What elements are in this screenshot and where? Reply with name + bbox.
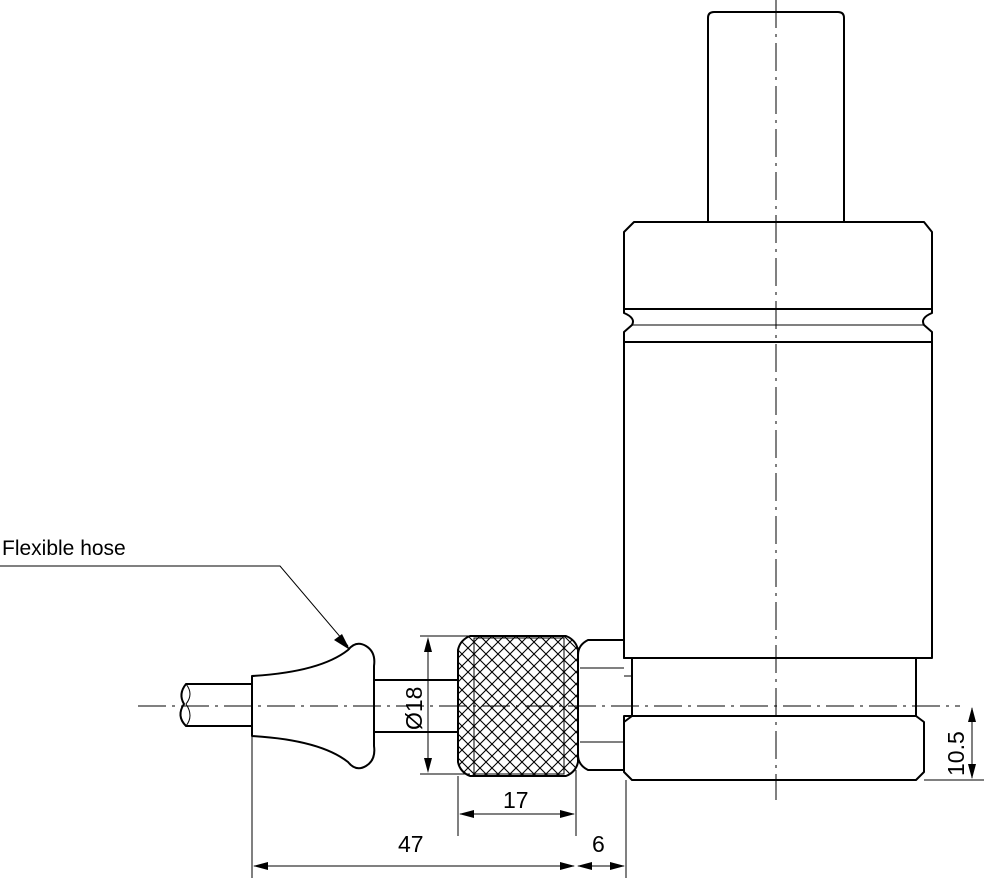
dim-47-label: 47 [398, 831, 424, 857]
main-cylinder [623, 341, 933, 659]
dim-47-arrow-right [560, 862, 575, 870]
dim-17-arrow-right [560, 810, 575, 818]
callout-arrow [334, 634, 350, 650]
dim-105-arrow-top [968, 707, 976, 722]
dim-105-label: 10.5 [943, 731, 969, 776]
top-cap [623, 221, 933, 310]
hex-nut [577, 639, 633, 771]
callout-leader [0, 565, 349, 647]
dim-6-label: 6 [592, 831, 605, 857]
flexible-hose [179, 683, 253, 727]
top-stem [707, 11, 845, 223]
hose-callout-label: Flexible hose [2, 537, 126, 560]
dim-6-arrow-left [577, 862, 592, 870]
dim-17-arrow-left [459, 810, 474, 818]
dim-105-arrow-bottom [968, 764, 976, 779]
hose-flare [251, 642, 376, 770]
fitting-tube [373, 679, 459, 733]
dim-6-arrow-right [610, 862, 625, 870]
base-plate [623, 715, 925, 781]
dim-d18-arrow-bottom [424, 758, 432, 773]
dim-47-arrow-left [253, 862, 268, 870]
hose-break [185, 683, 191, 727]
lower-neck [631, 657, 917, 717]
dim-17-label: 17 [503, 787, 529, 813]
dim-d18-arrow-top [424, 637, 432, 652]
dim-d18-label: Ø18 [401, 687, 427, 730]
